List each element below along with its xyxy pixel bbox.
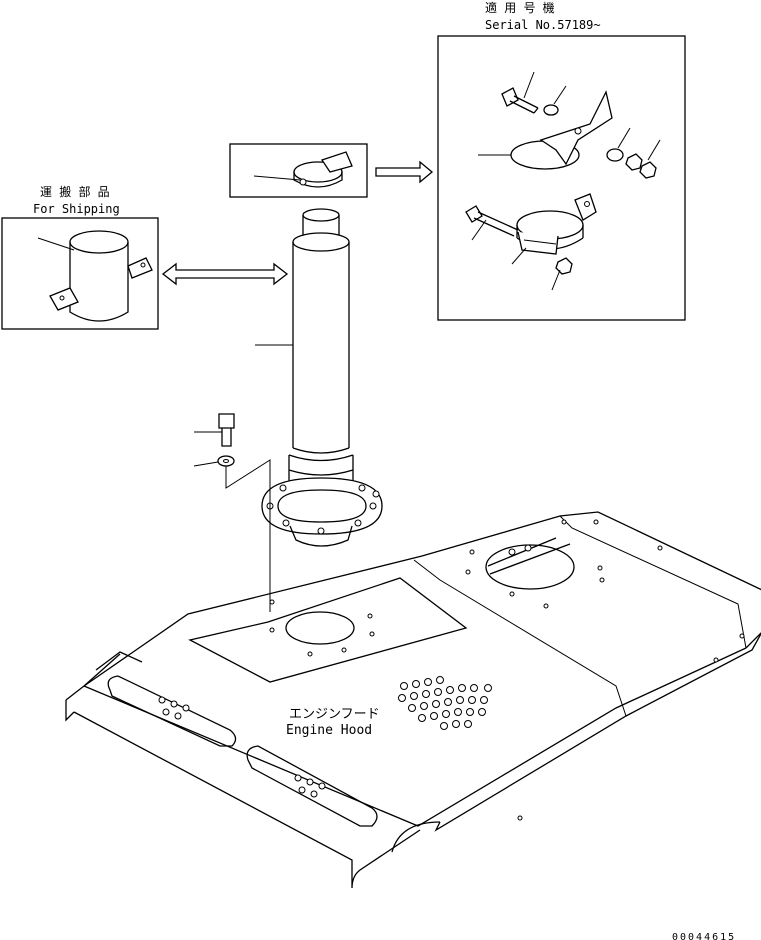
shipping-box: 運 搬 部 品 For Shipping (1, 184, 159, 330)
drawing-number: 00044615 (672, 932, 736, 940)
cap-box (229, 143, 368, 198)
applicable-jp-label: 適 用 号 機 (485, 0, 555, 15)
detail-spacer (543, 85, 567, 116)
vent-holes-left (158, 696, 326, 798)
detail-clamp-bolt (465, 205, 519, 241)
detail-clamp-nut (511, 247, 573, 291)
serial-detail-box: 適 用 号 機 Serial No.57189~ (437, 0, 686, 321)
detail-cap-disc (478, 90, 613, 170)
shipping-jp-label: 運 搬 部 品 (40, 184, 110, 199)
hood-holes (269, 519, 745, 821)
detail-nuts (625, 139, 661, 179)
serial-label: Serial No.57189~ (485, 18, 601, 32)
detail-arrow (375, 160, 434, 184)
bolt-guide-line (225, 459, 271, 612)
mount-bolt (194, 413, 235, 447)
flange-holes (266, 484, 380, 535)
shipping-double-arrow (161, 262, 289, 286)
hood-en-label: Engine Hood (286, 723, 372, 738)
detail-band-clamp (516, 193, 597, 255)
engine-hood: エンジンフード Engine Hood (65, 511, 761, 889)
detail-bolt (501, 71, 539, 114)
shipping-en-label: For Shipping (33, 202, 120, 216)
hood-jp-label: エンジンフード (289, 707, 380, 722)
exhaust-pipe (255, 208, 383, 547)
mount-washer (193, 455, 235, 467)
vent-holes-center (398, 676, 492, 730)
detail-washer (606, 127, 631, 162)
